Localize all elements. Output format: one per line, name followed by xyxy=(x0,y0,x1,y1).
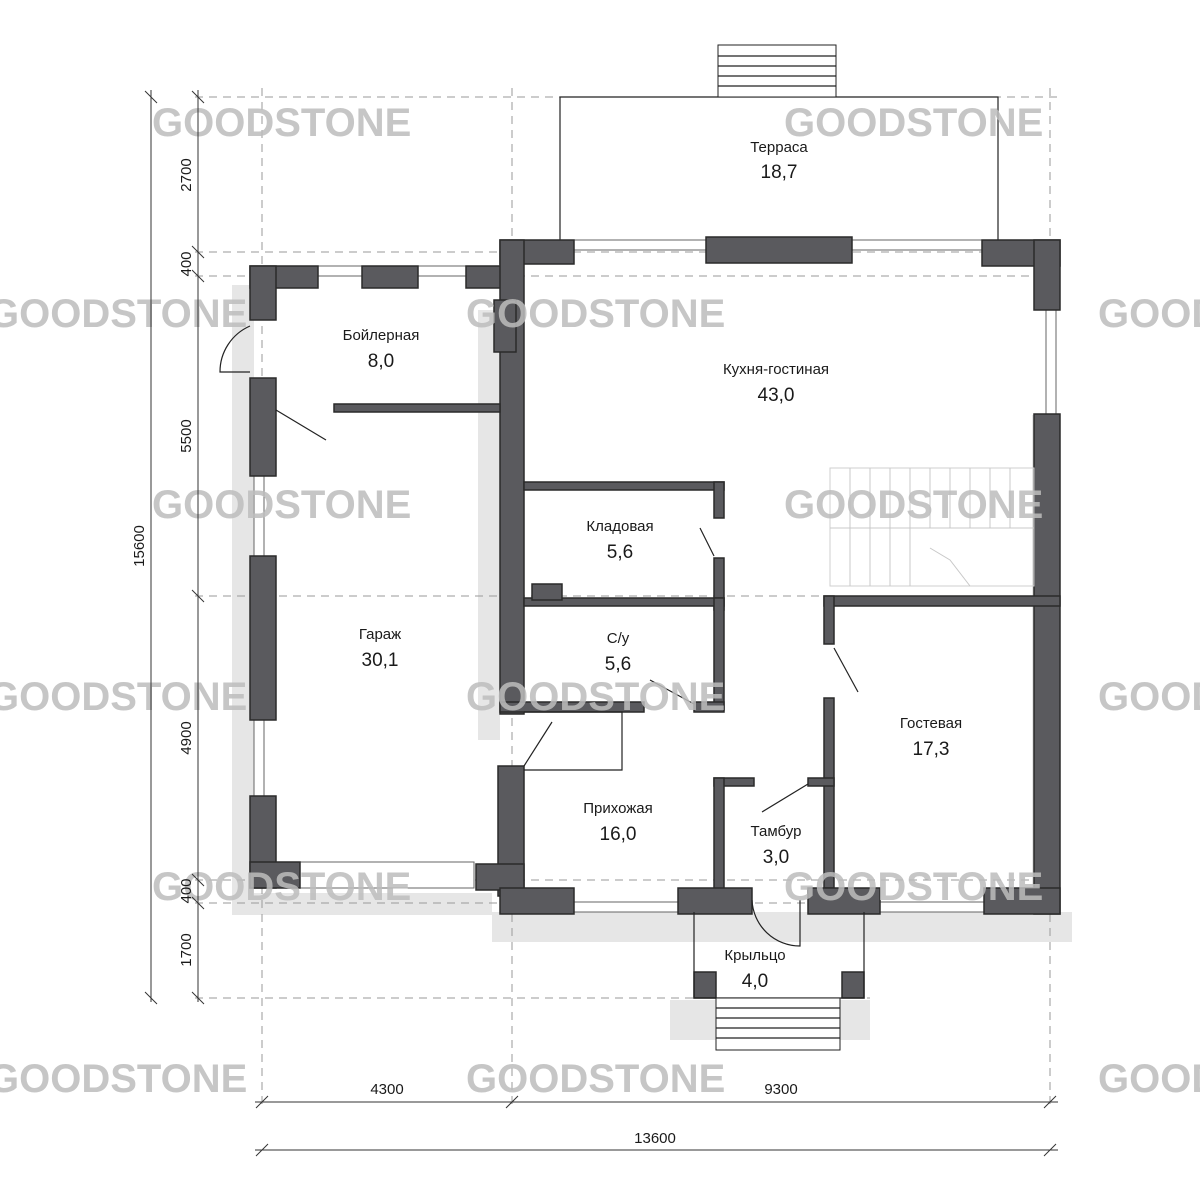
watermark-8: GOODSTONE xyxy=(0,675,247,719)
walls xyxy=(249,236,1061,999)
room-guest-name: Гостевая xyxy=(900,715,962,732)
staircase xyxy=(829,467,1035,587)
watermark-4: GOODSTONE xyxy=(466,292,725,336)
watermark-15: GOODSTONE xyxy=(1098,1057,1200,1101)
door-swings xyxy=(219,325,859,947)
room-boiler-name: Бойлерная xyxy=(343,327,420,344)
room-vestibule-area: 3,0 xyxy=(763,847,789,868)
watermark-11: GOODSTONE xyxy=(152,865,411,909)
dim-v-4900: 4900 xyxy=(178,721,195,754)
room-labels: Терраса 18,7 Бойлерная 8,0 Кухня-гостина… xyxy=(343,139,963,992)
watermark-9: GOODSTONE xyxy=(466,675,725,719)
watermark-3: GOODSTONE xyxy=(0,292,247,336)
watermark-10: GOODSTONE xyxy=(1098,675,1200,719)
watermark-5: GOODSTONE xyxy=(1098,292,1200,336)
dim-v-1700: 1700 xyxy=(178,933,195,966)
terrace xyxy=(559,44,999,240)
watermark-2: GOODSTONE xyxy=(784,101,1043,145)
watermark-13: GOODSTONE xyxy=(0,1057,247,1101)
watermark-1: GOODSTONE xyxy=(152,101,411,145)
vertical-dimensions: 2700 400 5500 4900 400 1700 15600 xyxy=(131,90,205,1005)
room-hall-name: Прихожая xyxy=(583,800,653,817)
room-bathroom-name: С/у xyxy=(607,630,630,647)
room-kitchen-name: Кухня-гостиная xyxy=(723,361,829,378)
windows xyxy=(253,239,1057,913)
dim-h-9300: 9300 xyxy=(764,1081,797,1098)
room-terrace-area: 18,7 xyxy=(761,162,798,183)
watermarks: GOODSTONE GOODSTONE GOODSTONE GOODSTONE … xyxy=(0,101,1200,1101)
porch xyxy=(693,912,865,1051)
room-bathroom-area: 5,6 xyxy=(605,654,631,675)
room-terrace-name: Терраса xyxy=(750,139,808,156)
watermark-6: GOODSTONE xyxy=(152,483,411,527)
room-porch-name: Крыльцо xyxy=(724,947,785,964)
dim-v-400-bottom: 400 xyxy=(178,878,195,903)
dim-h-total: 13600 xyxy=(634,1130,676,1147)
dim-v-5500: 5500 xyxy=(178,419,195,452)
watermark-7: GOODSTONE xyxy=(784,483,1043,527)
room-boiler-area: 8,0 xyxy=(368,351,394,372)
wall-shadows xyxy=(232,285,1072,1040)
dim-v-2700: 2700 xyxy=(178,158,195,191)
watermark-14: GOODSTONE xyxy=(466,1057,725,1101)
room-garage-area: 30,1 xyxy=(362,650,399,671)
room-pantry-name: Кладовая xyxy=(586,518,653,535)
room-garage-name: Гараж xyxy=(359,626,401,643)
horizontal-dimensions: 4300 9300 13600 xyxy=(255,1081,1058,1157)
room-porch-area: 4,0 xyxy=(742,971,768,992)
dim-v-total: 15600 xyxy=(131,525,148,567)
watermark-12: GOODSTONE xyxy=(784,865,1043,909)
dim-v-400-top: 400 xyxy=(178,251,195,276)
room-vestibule-name: Тамбур xyxy=(751,823,802,840)
dim-h-4300: 4300 xyxy=(370,1081,403,1098)
room-kitchen-area: 43,0 xyxy=(758,385,795,406)
room-pantry-area: 5,6 xyxy=(607,542,633,563)
room-guest-area: 17,3 xyxy=(913,739,950,760)
room-hall-area: 16,0 xyxy=(600,824,637,845)
